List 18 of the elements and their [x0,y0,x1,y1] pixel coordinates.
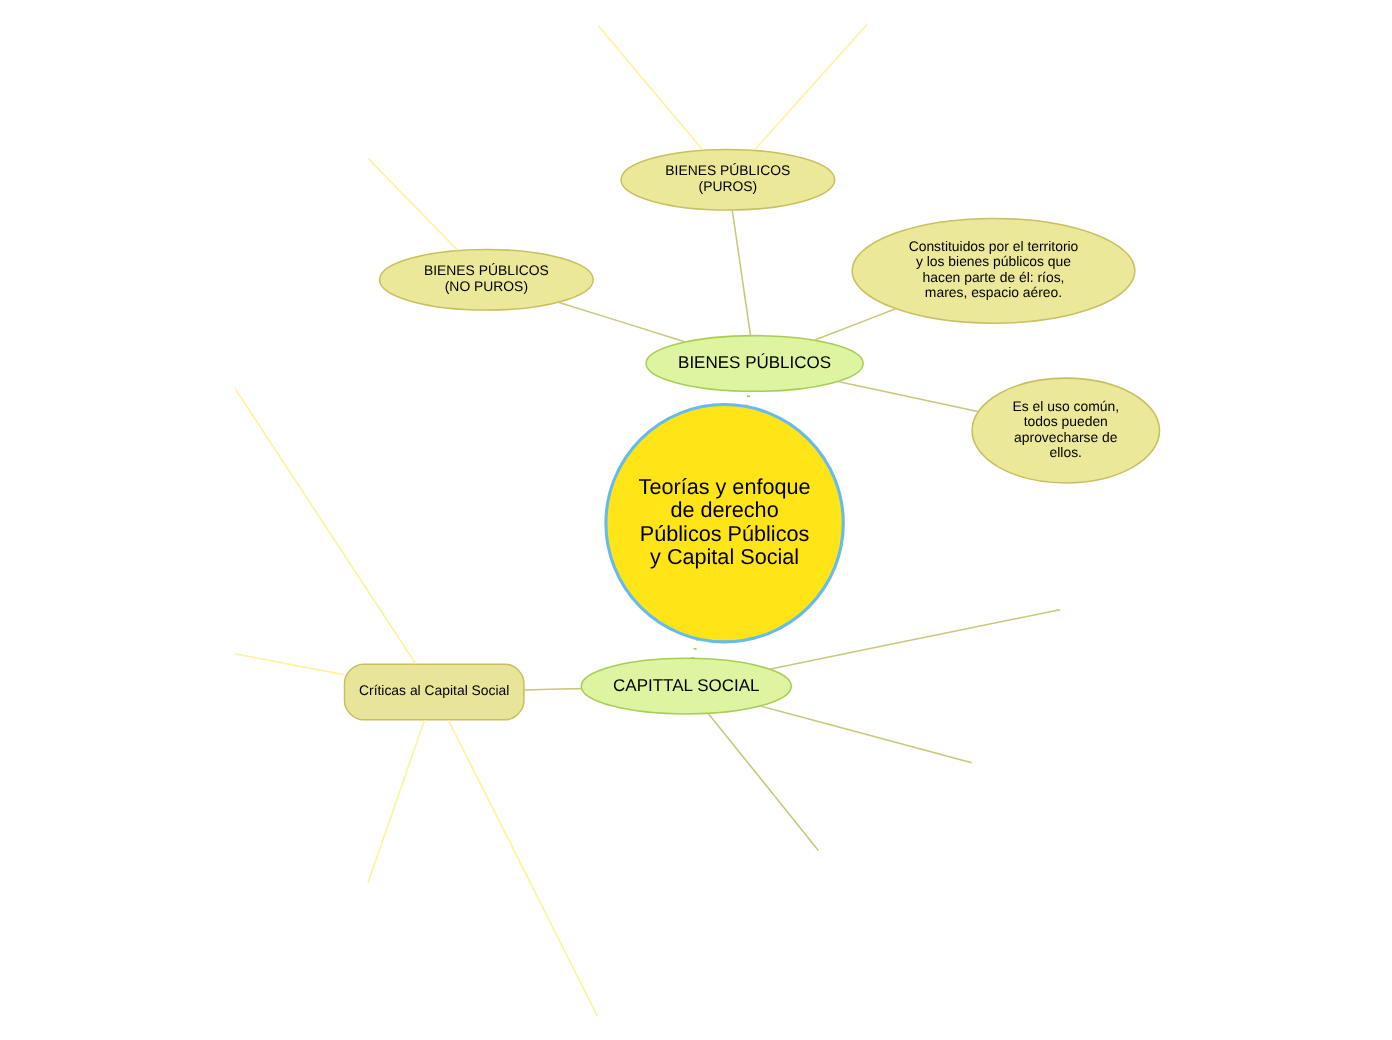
connector [233,653,345,676]
node-ellipse: CAPITTAL SOCIAL [579,657,792,715]
connector [759,705,972,764]
node-circle: Teorías y enfoque de derecho Públicos Públicos y Capital Social [603,402,844,644]
connector [813,308,896,341]
connector [366,157,458,252]
connector [690,638,698,659]
connector [767,608,1060,670]
connector [730,209,751,337]
connector [446,719,598,1017]
connector [706,712,819,852]
connector [557,301,686,343]
connector [522,687,582,691]
connector [596,25,703,151]
connector [366,719,425,884]
connector [753,23,867,151]
connector [836,380,978,413]
node-ellipse: BIENES PÚBLICOS [644,334,863,393]
